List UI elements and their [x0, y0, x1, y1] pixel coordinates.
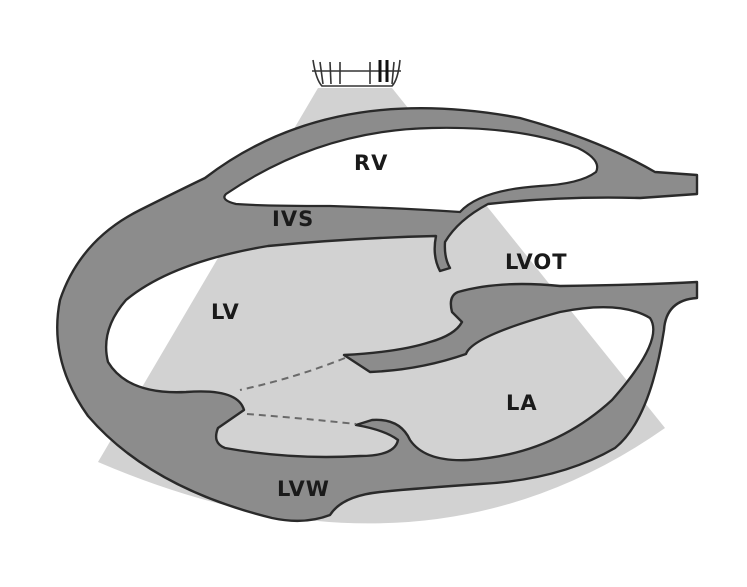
label-lv: LV [211, 300, 240, 324]
label-lvot: LVOT [505, 250, 568, 274]
label-ivs: IVS [272, 207, 314, 231]
label-la: LA [506, 391, 538, 415]
label-rv: RV [354, 151, 388, 175]
label-lvw: LVW [277, 477, 330, 501]
ultrasound-transducer-icon [312, 60, 401, 86]
